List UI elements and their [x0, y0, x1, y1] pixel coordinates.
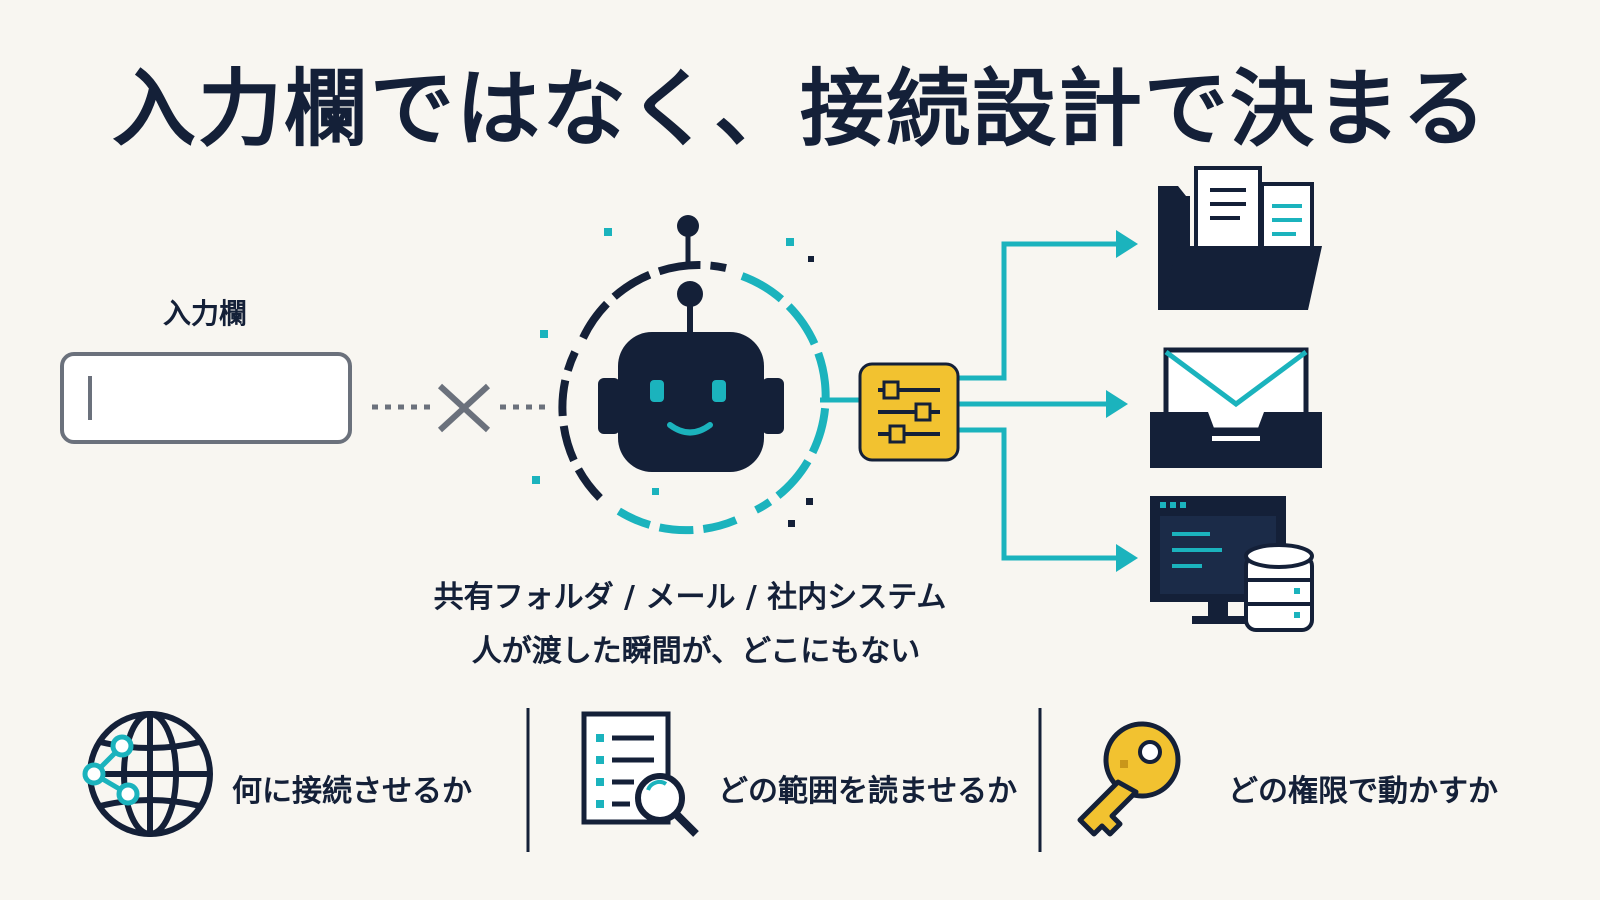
arrow-heads	[1106, 230, 1138, 572]
key-icon	[1077, 721, 1181, 837]
robot-icon	[558, 215, 830, 535]
caption-line-2: 人が渡した瞬間が、どこにもない	[471, 634, 921, 669]
feature-permission-text: どの権限で動かすか	[1228, 774, 1498, 809]
sliders-icon	[858, 362, 960, 462]
feature-scope-text: どの範囲を読ませるか	[718, 774, 1018, 809]
folder-icon	[1158, 166, 1322, 310]
sparkle-dots	[532, 228, 814, 527]
page-title: 入力欄ではなく、接続設計で決まる	[111, 60, 1488, 158]
document-search-icon	[581, 711, 699, 837]
cross-icon	[437, 383, 491, 433]
input-label: 入力欄	[162, 297, 247, 330]
mail-inbox-icon	[1150, 347, 1322, 468]
connection-lines	[820, 241, 1118, 561]
feature-connect-text: 何に接続させるか	[232, 774, 472, 809]
input-field-illustration	[60, 352, 352, 444]
globe-network-icon	[82, 711, 213, 837]
caption-line-1: 共有フォルダ / メール / 社内システム	[433, 580, 947, 615]
disconnected-link	[372, 383, 546, 433]
server-database-icon	[1150, 496, 1314, 632]
